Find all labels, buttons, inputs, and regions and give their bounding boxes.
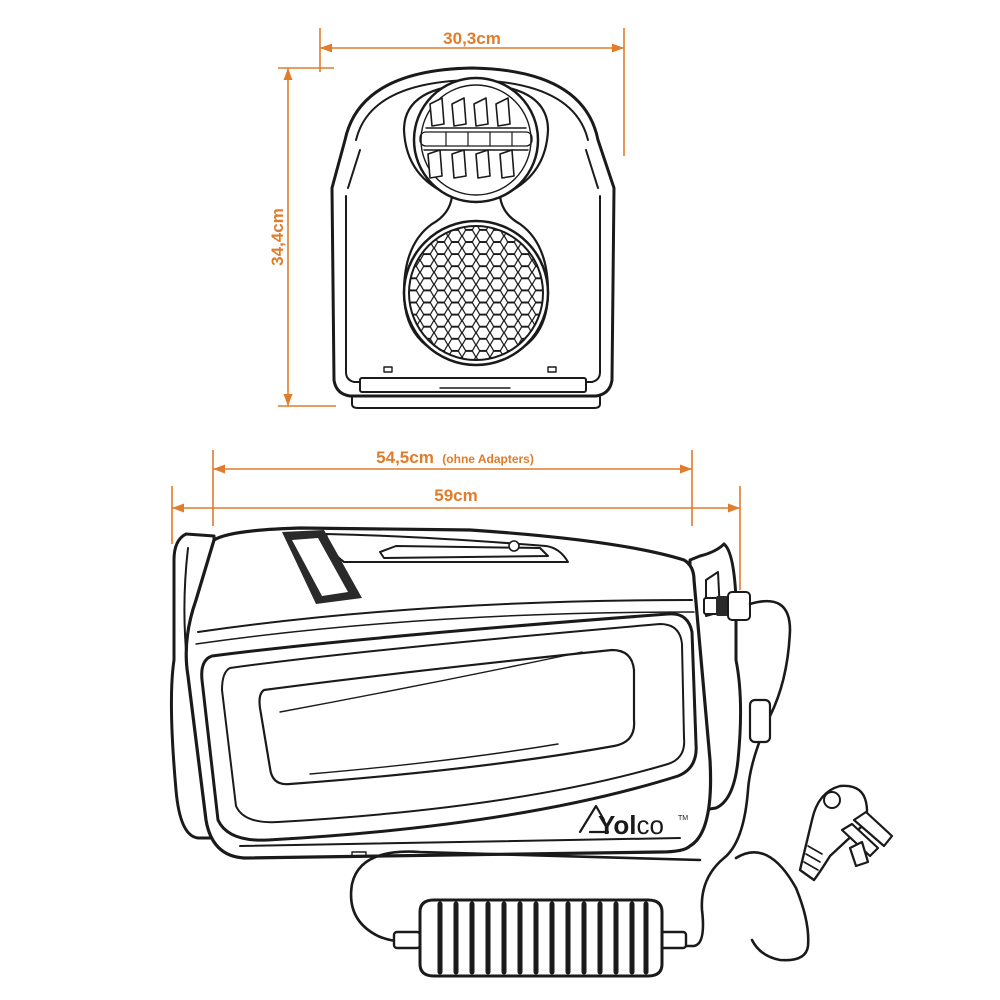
side-length-total-dimension: 59cm — [171, 486, 741, 590]
length-no-adapters-note: (ohne Adapters) — [442, 452, 534, 466]
length-no-adapters-label: 54,5cm (ohne Adapters) — [376, 448, 534, 467]
brand-logo: Yolco TM — [578, 804, 688, 840]
logo-trademark: TM — [678, 815, 688, 822]
front-width-label: 30,3cm — [443, 29, 501, 48]
front-height-label: 34,4cm — [268, 208, 287, 266]
fan-grille — [409, 226, 543, 360]
logo-text-tail: co — [637, 810, 664, 840]
side-length-no-adapters-dimension: 54,5cm (ohne Adapters) — [212, 448, 693, 526]
logo-mark-icon — [578, 804, 610, 834]
front-height-dimension: 34,4cm — [268, 67, 336, 407]
length-total-label: 59cm — [434, 486, 477, 505]
side-view-drawing: Yolco TM — [169, 526, 894, 978]
brick-ribs — [437, 901, 649, 975]
front-view-drawing — [330, 66, 616, 409]
svg-text:Yolco: Yolco — [598, 810, 664, 840]
logo-text-main: Yol — [598, 810, 637, 840]
front-width-dimension: 30,3cm — [319, 28, 625, 156]
wall-plug-icon — [798, 784, 894, 882]
vent-fins — [419, 97, 533, 179]
length-no-adapters-value: 54,5cm — [376, 448, 434, 467]
